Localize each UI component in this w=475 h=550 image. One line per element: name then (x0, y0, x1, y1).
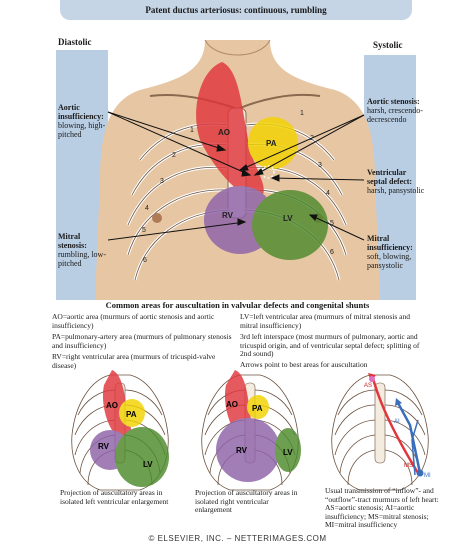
caption-rv-enlargement: Projection of auscultatory areas in isol… (195, 488, 298, 515)
vsd-title: Ventricular septal defect: (367, 168, 413, 186)
rib-num-r2: 2 (172, 152, 176, 159)
legend-rv: RV=right ventricular area (murmurs of tr… (52, 352, 216, 370)
rib-num-l4: 4 (326, 190, 330, 197)
rv-label: RV (222, 211, 234, 220)
diastolic-heading: Diastolic (58, 37, 92, 47)
legend-left: AO=aortic area (murmurs of aortic stenos… (52, 312, 232, 371)
rv-enlargement-diagram: AO PA RV LV (201, 370, 301, 491)
mitral-stenosis-desc: rumbling, low-pitched (58, 250, 106, 268)
rib-num-l2: 2 (310, 135, 314, 142)
as-ms-path (370, 374, 420, 474)
lv-enlargement-diagram: AO PA RV LV (71, 370, 169, 491)
mitral-insufficiency-label: Mitral insufficiency: soft, blowing, pan… (367, 234, 427, 270)
as-label: AS (364, 383, 372, 389)
pda-desc: continuous, rumbling (241, 5, 327, 15)
mitral-stenosis-label: Mitral stenosis: rumbling, low-pitched (58, 232, 108, 268)
aortic-stenosis-title: Aortic stenosis: (367, 97, 420, 106)
d2-lv: LV (283, 448, 293, 457)
ai-label: AI (394, 419, 400, 425)
legend-arrows: Arrows point to best areas for auscultat… (240, 359, 368, 369)
left-nipple (152, 213, 162, 223)
ao-label: AO (218, 128, 230, 137)
pda-banner: Patent ductus arteriosus: continuous, ru… (60, 0, 412, 20)
aortic-stenosis-desc: harsh, crescendo-decrescendo (367, 106, 423, 124)
lv-area (252, 190, 328, 260)
caption-lv-enlargement: Projection of auscultatory areas in isol… (60, 488, 169, 506)
d2-rv: RV (236, 446, 248, 455)
lv-label: LV (283, 214, 293, 223)
ao-area (196, 62, 264, 199)
pa-label: PA (266, 139, 277, 148)
d1-ao: AO (106, 401, 118, 410)
aortic-stenosis-label: Aortic stenosis: harsh, crescendo-decres… (367, 97, 427, 124)
legend-right: LV=left ventricular area (murmurs of mit… (240, 312, 425, 370)
mitral-insufficiency-desc: soft, blowing, pansystolic (367, 252, 412, 270)
aortic-insufficiency-title: Aortic insufficiency: (58, 103, 104, 121)
rib-num-r6: 6 (143, 257, 147, 264)
small-diagrams: AO PA RV LV AO PA RV LV AS AI MS MI (71, 370, 431, 491)
pa-area (248, 117, 298, 169)
rib-num-l5: 5 (330, 220, 334, 227)
mitral-stenosis-title: Mitral stenosis: (58, 232, 87, 250)
vsd-label: Ventricular septal defect: harsh, pansys… (367, 168, 427, 195)
mitral-insufficiency-title: Mitral insufficiency: (367, 234, 413, 252)
caption-transmission: Usual transmission of “inflow”- and “out… (325, 486, 439, 530)
rib-num-r1: 1 (190, 127, 194, 134)
pda-title: Patent ductus arteriosus: (145, 5, 242, 15)
mi-label: MI (424, 473, 431, 479)
d1-rv: RV (98, 442, 110, 451)
legend-space3: 3rd left interspace (most murmurs of pul… (240, 332, 420, 359)
main-caption: Common areas for auscultation in valvula… (105, 300, 370, 310)
rib-num-r4: 4 (145, 205, 149, 212)
legend-ao: AO=aortic area (murmurs of aortic stenos… (52, 312, 215, 330)
vsd-desc: harsh, pansystolic (367, 186, 425, 195)
d2-ao: AO (226, 400, 238, 409)
legend-lv: LV=left ventricular area (murmurs of mit… (240, 312, 410, 330)
d2-pa: PA (252, 404, 263, 413)
rib-num-l3: 3 (318, 162, 322, 169)
aortic-insufficiency-desc: blowing, high-pitched (58, 121, 106, 139)
mi-path (396, 402, 422, 474)
chest-illustration: AO PA RV LV 1 2 3 4 5 6 1 2 3 4 5 6 (56, 39, 416, 300)
d1-pa: PA (126, 410, 137, 419)
legend-pa: PA=pulmonary-artery area (murmurs of pul… (52, 332, 232, 350)
rib-num-r3: 3 (160, 178, 164, 185)
d1-lv: LV (143, 460, 153, 469)
aortic-insufficiency-label: Aortic insufficiency: blowing, high-pitc… (58, 103, 113, 139)
systolic-heading: Systolic (373, 40, 403, 50)
murmur-transmission-diagram: AS AI MS MI (331, 373, 431, 491)
rib-num-l6: 6 (330, 249, 334, 256)
copyright-footer: © ELSEVIER, INC. – NETTERIMAGES.COM (148, 534, 327, 543)
rib-num-r5: 5 (142, 227, 146, 234)
rib-num-l1: 1 (300, 110, 304, 117)
ms-label: MS (404, 463, 413, 469)
